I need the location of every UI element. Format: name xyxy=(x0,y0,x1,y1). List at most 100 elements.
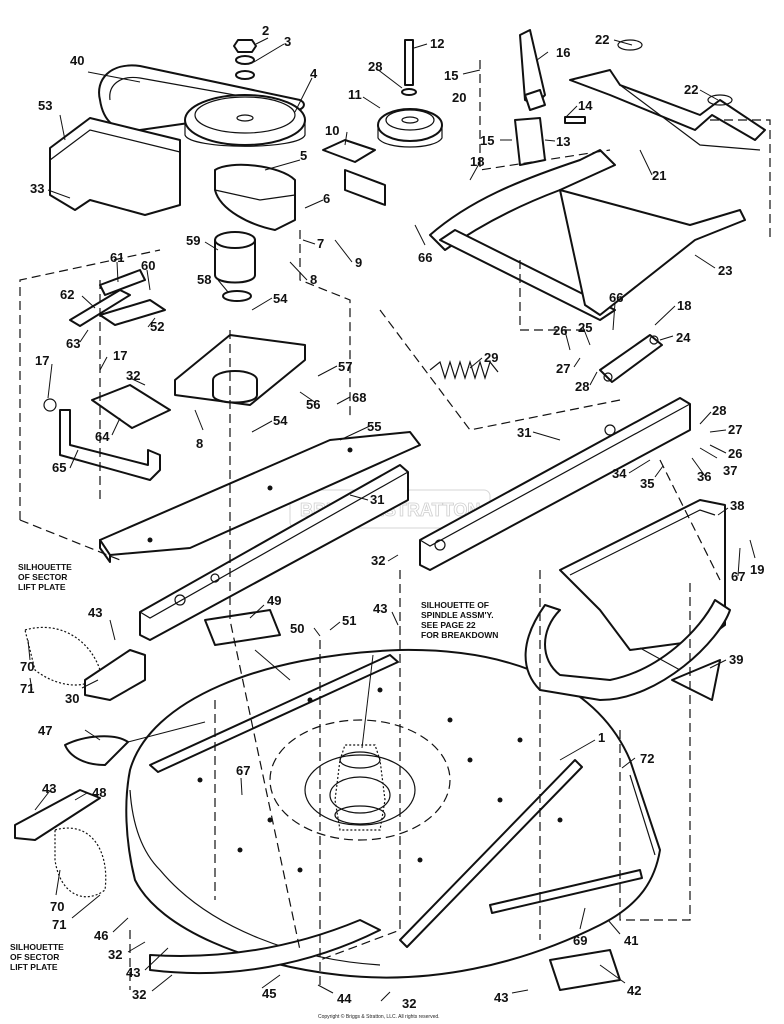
decal-plates xyxy=(64,609,621,991)
callout: 21 xyxy=(652,168,666,183)
callout: 54 xyxy=(273,413,288,428)
callout: 14 xyxy=(578,98,593,113)
sector-plates xyxy=(14,626,146,898)
callout: 18 xyxy=(677,298,691,313)
callout: 7 xyxy=(317,236,324,251)
note-line: SEE PAGE 22 xyxy=(421,620,476,630)
side-channel-31-left xyxy=(139,464,409,641)
callout: 28 xyxy=(368,59,382,74)
callout: 71 xyxy=(20,681,34,696)
callout: 38 xyxy=(730,498,744,513)
callout: 32 xyxy=(108,947,122,962)
callout: 4 xyxy=(310,66,318,81)
callout: 29 xyxy=(484,350,498,365)
spring-29 xyxy=(429,359,499,381)
note-line: SILHOUETTE xyxy=(10,942,64,952)
callout: 12 xyxy=(430,36,444,51)
belt-guard-5 xyxy=(214,163,296,231)
link-24 xyxy=(599,334,663,383)
callout: 27 xyxy=(556,361,570,376)
callout: 43 xyxy=(126,965,140,980)
deck-holes xyxy=(197,687,563,873)
callout: 8 xyxy=(310,272,317,287)
callout: 33 xyxy=(30,181,44,196)
callout: 70 xyxy=(50,899,64,914)
callout: 62 xyxy=(60,287,74,302)
callout: 37 xyxy=(723,463,737,478)
callout: 3 xyxy=(284,34,291,49)
callout: 67 xyxy=(731,569,745,584)
callout: 43 xyxy=(88,605,102,620)
callout: 68 xyxy=(352,390,366,405)
lift-frame-23-21 xyxy=(429,69,766,321)
callout-labels: 2 3 4 40 53 33 5 6 59 7 8 58 54 9 12 28 … xyxy=(20,23,764,1011)
note-line: OF SECTOR xyxy=(18,572,67,582)
callout: 2 xyxy=(262,23,269,38)
callout: 10 xyxy=(325,123,339,138)
callout: 22 xyxy=(684,82,698,97)
callout: 1 xyxy=(598,730,605,745)
callout: 13 xyxy=(556,134,570,149)
callout: 20 xyxy=(452,90,466,105)
callout: 57 xyxy=(338,359,352,374)
callout: 63 xyxy=(66,336,80,351)
callout: 28 xyxy=(575,379,589,394)
callout: 48 xyxy=(92,785,106,800)
callout: 47 xyxy=(38,723,52,738)
callout: 36 xyxy=(697,469,711,484)
callout: 17 xyxy=(35,353,49,368)
callout: 15 xyxy=(444,68,458,83)
callout: 35 xyxy=(640,476,654,491)
callout: 42 xyxy=(627,983,641,998)
callout: 65 xyxy=(52,460,66,475)
callout: 17 xyxy=(113,348,127,363)
note-line: LIFT PLATE xyxy=(10,962,58,972)
mount-plate-56 xyxy=(174,334,306,406)
callout: 50 xyxy=(290,621,304,636)
callout: 23 xyxy=(718,263,732,278)
callout: 32 xyxy=(126,368,140,383)
note-line: OF SECTOR xyxy=(10,952,59,962)
callout: 26 xyxy=(553,323,567,338)
callout: 46 xyxy=(94,928,108,943)
callout: 26 xyxy=(728,446,742,461)
callout: 44 xyxy=(337,991,352,1006)
callout: 71 xyxy=(52,917,66,932)
callout: 28 xyxy=(712,403,726,418)
note-sector-top: SILHOUETTE OF SECTOR LIFT PLATE xyxy=(18,562,72,592)
callout: 5 xyxy=(300,148,307,163)
callout: 34 xyxy=(612,466,627,481)
callout: 9 xyxy=(355,255,362,270)
callout: 49 xyxy=(267,593,281,608)
callout: 22 xyxy=(595,32,609,47)
callout: 53 xyxy=(38,98,52,113)
callout: 55 xyxy=(367,419,381,434)
callout: 30 xyxy=(65,691,79,706)
callout: 70 xyxy=(20,659,34,674)
callout: 31 xyxy=(517,425,531,440)
callout: 43 xyxy=(42,781,56,796)
note-spindle: SILHOUETTE OF SPINDLE ASSM'Y. SEE PAGE 2… xyxy=(421,600,498,640)
lift-lever-16 xyxy=(519,29,546,111)
callout: 6 xyxy=(323,191,330,206)
callout: 40 xyxy=(70,53,84,68)
callout: 72 xyxy=(640,751,654,766)
note-line: SILHOUETTE xyxy=(18,562,72,572)
callout: 67 xyxy=(236,763,250,778)
bracket-64-65 xyxy=(43,384,171,481)
callout: 18 xyxy=(470,154,484,169)
callout: 8 xyxy=(196,436,203,451)
hanger-13 xyxy=(514,116,586,166)
callout: 32 xyxy=(371,553,385,568)
callout: 11 xyxy=(348,87,362,102)
callout: 45 xyxy=(262,986,276,1001)
callout: 52 xyxy=(150,319,164,334)
callout: 43 xyxy=(373,601,387,616)
note-line: FOR BREAKDOWN xyxy=(421,630,498,640)
side-channel-31-right xyxy=(419,397,691,571)
bracket-53 xyxy=(49,117,181,216)
cotter-pins-22 xyxy=(617,39,733,106)
callout: 32 xyxy=(132,987,146,1002)
callout: 24 xyxy=(676,330,691,345)
